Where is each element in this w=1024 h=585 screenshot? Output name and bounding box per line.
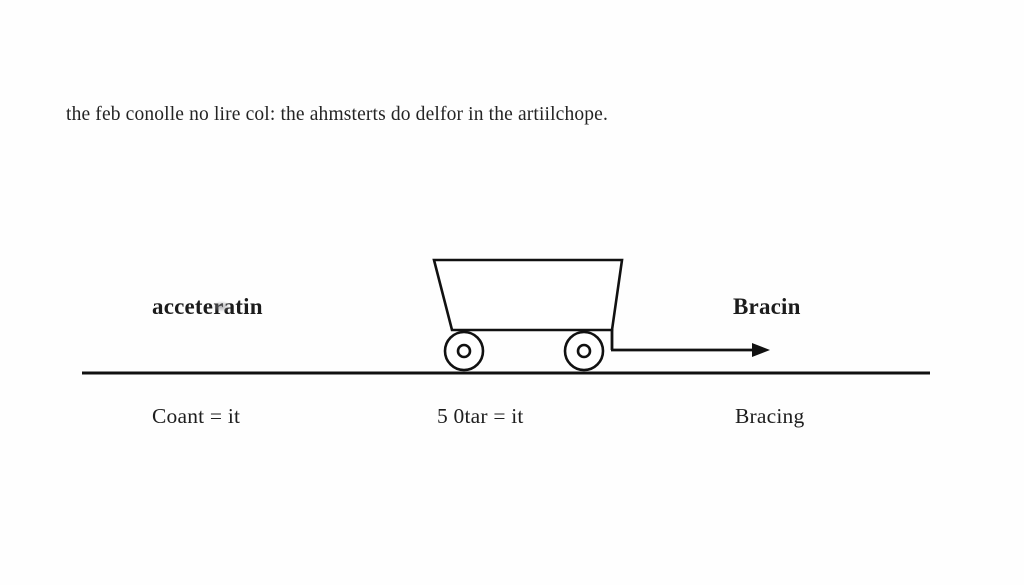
applied-force-arrow [611,343,770,357]
caption-center: 5 0tar = it [437,404,524,428]
caption-right: Bracing [735,404,805,428]
front-wheel-hub [576,343,592,359]
arrow-head [752,343,770,357]
bracing-force-label: Bracin [733,294,801,319]
header-sentence: the feb conolle no lire col: the ahmster… [66,104,609,125]
cart-body [432,258,624,332]
front-wheel [563,330,605,372]
rear-wheel-hub [456,343,472,359]
rear-wheel [443,330,485,372]
acceleration-label: acceteratin [152,294,263,319]
caption-left: Coant = it [152,404,241,428]
